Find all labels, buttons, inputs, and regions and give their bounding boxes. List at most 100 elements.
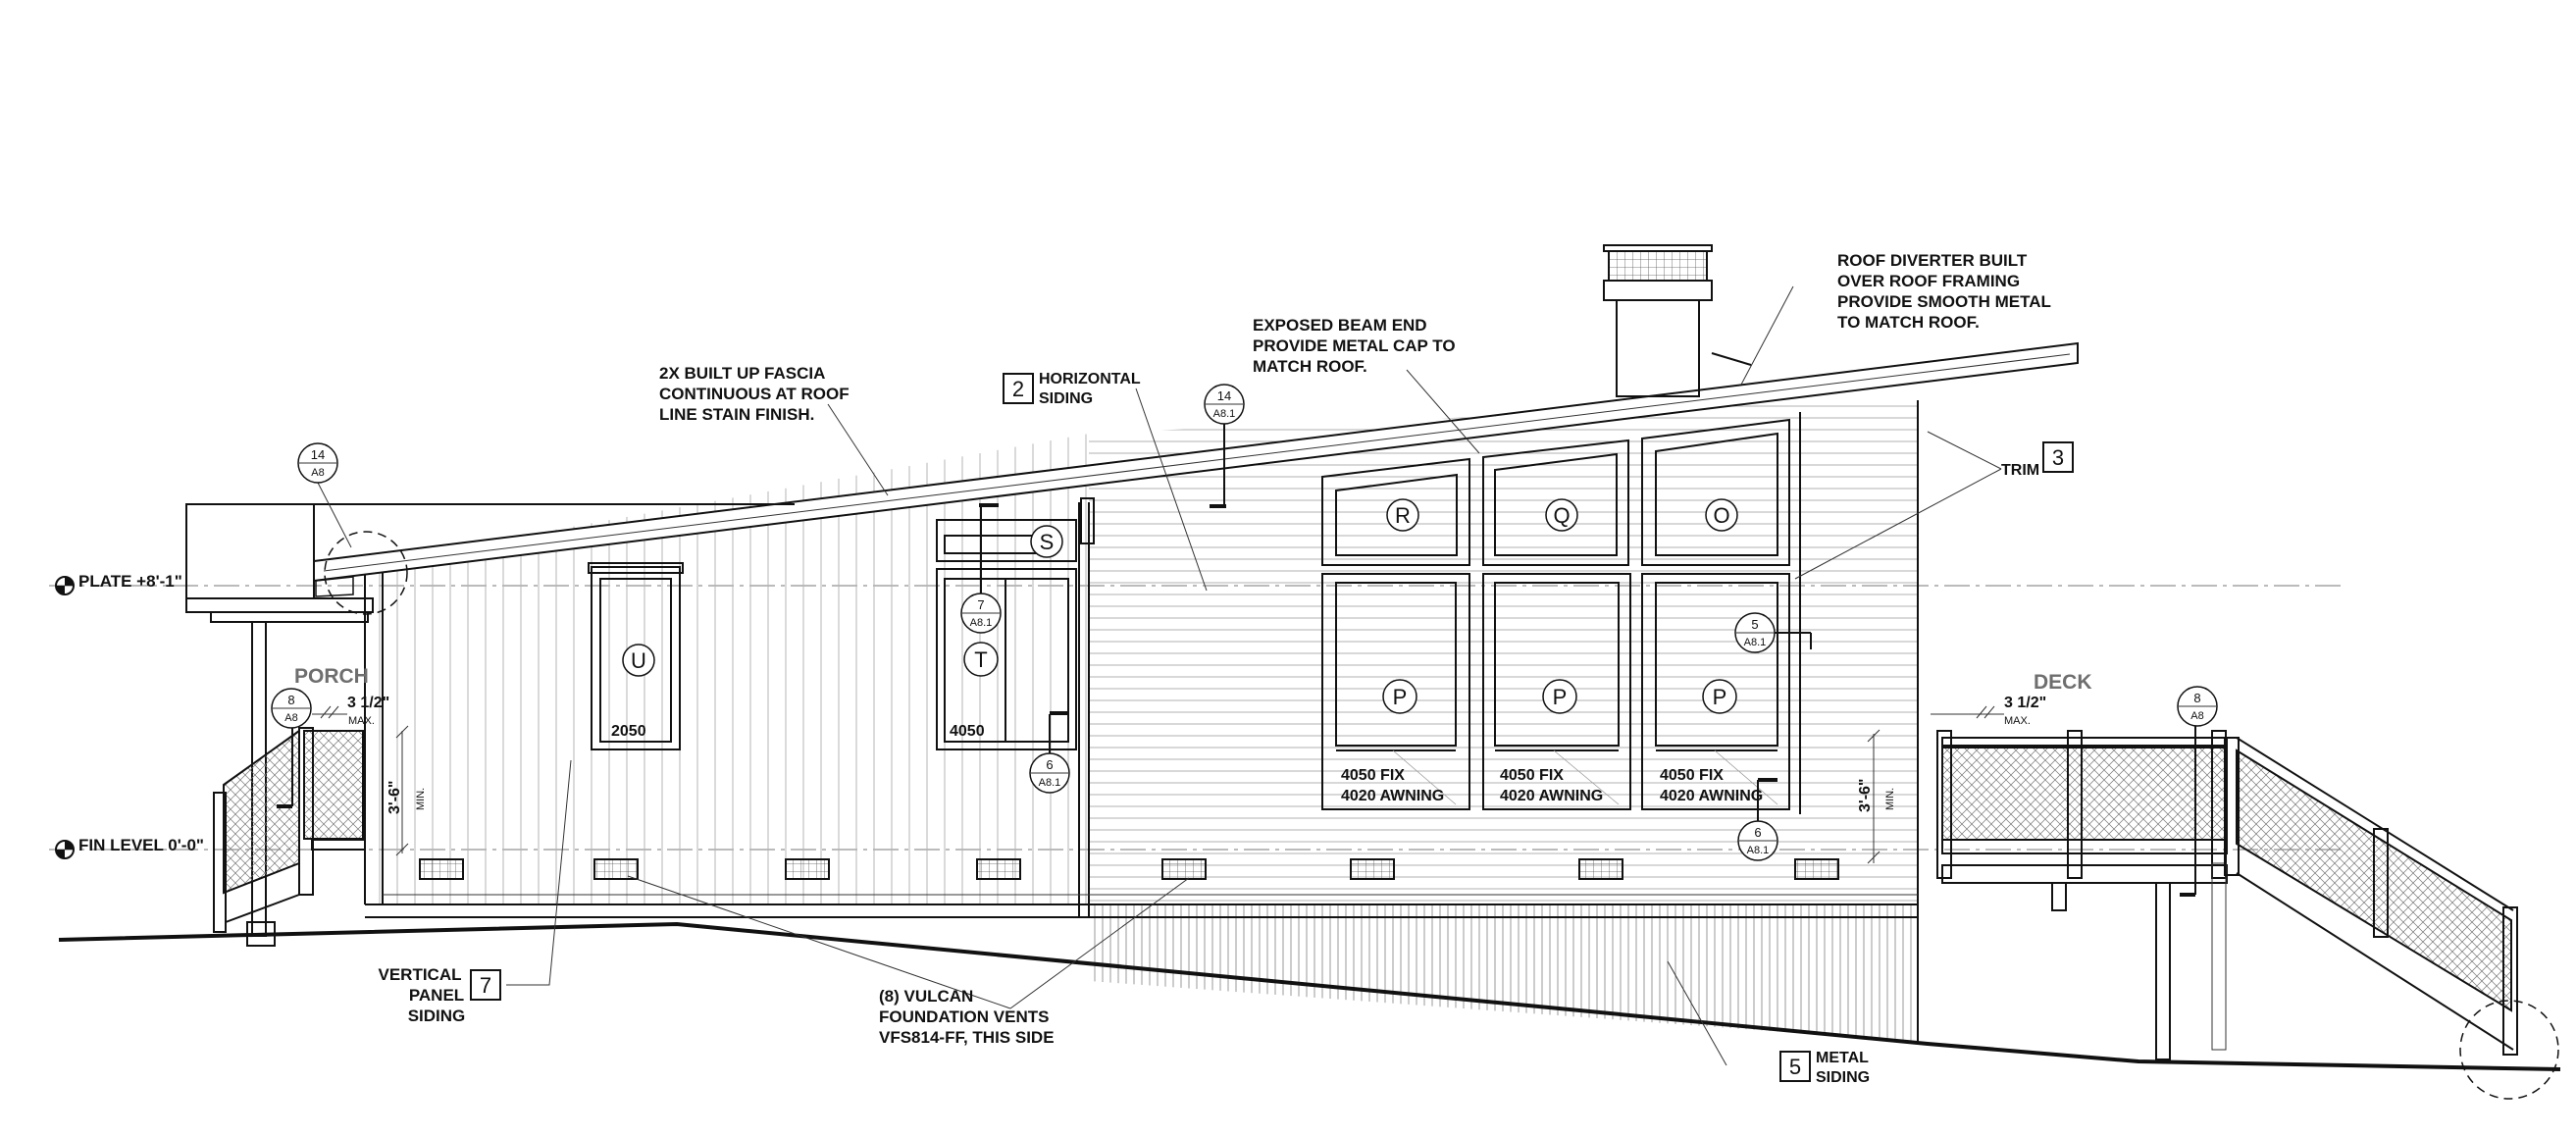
window-r: R xyxy=(1321,457,1470,566)
note-roof-diverter: ROOF DIVERTER BUILT OVER ROOF FRAMING PR… xyxy=(1837,251,2051,332)
note-beam-end: EXPOSED BEAM END PROVIDE METAL CAP TO MA… xyxy=(1253,316,1456,376)
window-awning-size: 4020 AWNING xyxy=(1341,788,1444,804)
window-tag-s xyxy=(1030,525,1063,558)
fin-level-label: FIN LEVEL 0'-0" xyxy=(78,836,204,854)
window-tag-p xyxy=(1542,679,1577,714)
material-key-vertical-siding: VERTICAL PANEL SIDING 7 xyxy=(379,965,501,1025)
deck-guard-dims: 3 1/2" MAX. 3'-6" MIN. xyxy=(1857,695,2046,864)
svg-text:PANEL: PANEL xyxy=(409,986,464,1005)
svg-text:SIDING: SIDING xyxy=(408,1007,466,1025)
svg-text:2: 2 xyxy=(1012,377,1024,401)
main-wall xyxy=(364,398,1919,1042)
svg-text:14: 14 xyxy=(1217,388,1231,403)
svg-text:A8.1: A8.1 xyxy=(1747,845,1770,856)
svg-text:A8: A8 xyxy=(284,712,297,724)
window-awning-size: 4020 AWNING xyxy=(1500,788,1603,804)
svg-text:P: P xyxy=(1393,685,1408,709)
note-foundation-vents: (8) VULCAN FOUNDATION VENTS VFS814-FF, T… xyxy=(879,987,1055,1047)
svg-text:MATCH ROOF.: MATCH ROOF. xyxy=(1253,357,1367,376)
material-key-metal-siding: 5 METAL SIDING xyxy=(1779,1050,1870,1086)
svg-text:(8) VULCAN: (8) VULCAN xyxy=(879,987,973,1006)
svg-text:8: 8 xyxy=(287,693,294,707)
window-tag-t xyxy=(963,642,999,677)
window-size-t: 4050 xyxy=(950,723,985,740)
svg-text:SIDING: SIDING xyxy=(1816,1069,1870,1086)
svg-text:VFS814-FF, THIS SIDE: VFS814-FF, THIS SIDE xyxy=(879,1028,1055,1047)
svg-text:S: S xyxy=(1040,530,1055,554)
svg-text:FOUNDATION VENTS: FOUNDATION VENTS xyxy=(879,1007,1049,1026)
detail-bubble-14-a8: 14 A8 xyxy=(297,442,352,548)
window-o: O xyxy=(1641,418,1790,566)
plate-level-label: PLATE +8'-1" xyxy=(78,572,182,591)
svg-text:LINE STAIN FINISH.: LINE STAIN FINISH. xyxy=(659,405,814,424)
window-tag-p xyxy=(1702,679,1737,714)
svg-text:TRIM: TRIM xyxy=(2001,462,2039,479)
svg-text:MAX.: MAX. xyxy=(348,715,375,727)
porch-label: PORCH xyxy=(294,665,369,688)
window-fix-size: 4050 FIX xyxy=(1500,767,1564,784)
svg-text:OVER ROOF FRAMING: OVER ROOF FRAMING xyxy=(1837,272,2020,290)
window-fix-size: 4050 FIX xyxy=(1660,767,1724,784)
svg-text:METAL: METAL xyxy=(1816,1050,1869,1066)
svg-text:MAX.: MAX. xyxy=(2004,715,2031,727)
deck-railing xyxy=(1936,730,2518,1060)
deck-label: DECK xyxy=(2034,671,2092,694)
window-p-2: P 4050 FIX 4020 AWNING xyxy=(1482,573,1631,810)
svg-text:SIDING: SIDING xyxy=(1039,390,1093,407)
window-tag-u xyxy=(622,644,655,677)
note-fascia: 2X BUILT UP FASCIA CONTINUOUS AT ROOF LI… xyxy=(659,364,850,424)
detail-bubble-7-a8-1: 7 A8.1 xyxy=(960,503,1002,634)
svg-text:VERTICAL: VERTICAL xyxy=(379,965,462,984)
window-tag-p xyxy=(1382,679,1417,714)
material-key-horizontal-siding: 2 HORIZONTAL SIDING xyxy=(1003,371,1141,407)
detail-bubble-8-a8-deck: 8 A8 xyxy=(2177,686,2218,897)
fin-level-marker xyxy=(55,840,75,859)
material-key-trim: TRIM 3 xyxy=(2001,441,2074,479)
window-fix-size: 4050 FIX xyxy=(1341,767,1405,784)
svg-text:6: 6 xyxy=(1046,757,1053,772)
svg-text:P: P xyxy=(1713,685,1727,709)
detail-bubble-5-a8-1: 5 A8.1 xyxy=(1734,612,1812,653)
porch-guard-dims: 3 1/2" MAX. 3'-6" MIN. xyxy=(312,695,427,856)
svg-text:PROVIDE METAL CAP TO: PROVIDE METAL CAP TO xyxy=(1253,336,1456,355)
svg-text:HORIZONTAL: HORIZONTAL xyxy=(1039,371,1141,387)
leader-lines xyxy=(506,285,2002,1066)
svg-text:ROOF DIVERTER BUILT: ROOF DIVERTER BUILT xyxy=(1837,251,2028,270)
window-u: U 2050 xyxy=(588,562,684,750)
window-p-1: P 4050 FIX 4020 AWNING xyxy=(1321,573,1470,810)
svg-text:2X BUILT UP FASCIA: 2X BUILT UP FASCIA xyxy=(659,364,825,383)
window-awning-size: 4020 AWNING xyxy=(1660,788,1763,804)
detail-bubble-14-a8-1: 14 A8.1 xyxy=(1204,384,1245,508)
svg-text:A8.1: A8.1 xyxy=(1039,777,1061,789)
svg-text:A8.1: A8.1 xyxy=(1213,408,1236,420)
svg-text:MIN.: MIN. xyxy=(1884,788,1896,810)
svg-text:5: 5 xyxy=(1789,1055,1801,1079)
plate-level-marker xyxy=(55,576,75,595)
window-s: S xyxy=(936,519,1077,562)
svg-text:A8: A8 xyxy=(2190,710,2203,722)
svg-text:R: R xyxy=(1395,503,1411,528)
svg-text:CONTINUOUS AT ROOF: CONTINUOUS AT ROOF xyxy=(659,385,850,403)
svg-text:3 1/2": 3 1/2" xyxy=(2004,695,2046,711)
svg-text:O: O xyxy=(1713,503,1729,528)
svg-text:14: 14 xyxy=(311,447,325,462)
svg-text:6: 6 xyxy=(1754,825,1761,840)
detail-bubble-8-a8-porch: 8 A8 xyxy=(271,688,312,808)
foundation-vents xyxy=(419,858,1839,880)
svg-text:3'-6": 3'-6" xyxy=(1857,778,1874,812)
svg-text:T: T xyxy=(974,647,987,672)
svg-text:EXPOSED BEAM END: EXPOSED BEAM END xyxy=(1253,316,1427,335)
svg-text:3: 3 xyxy=(2052,445,2064,470)
window-tag-o xyxy=(1705,498,1738,532)
svg-text:3 1/2": 3 1/2" xyxy=(347,695,389,711)
window-q: Q xyxy=(1482,439,1629,566)
svg-text:A8: A8 xyxy=(311,467,324,479)
trim-board xyxy=(1080,497,1095,544)
porch-railing xyxy=(213,727,366,947)
window-size-u: 2050 xyxy=(611,723,646,740)
svg-text:A8.1: A8.1 xyxy=(970,617,993,629)
svg-text:PROVIDE SMOOTH METAL: PROVIDE SMOOTH METAL xyxy=(1837,292,2051,311)
detail-cloud xyxy=(324,531,408,615)
svg-text:U: U xyxy=(631,648,646,673)
